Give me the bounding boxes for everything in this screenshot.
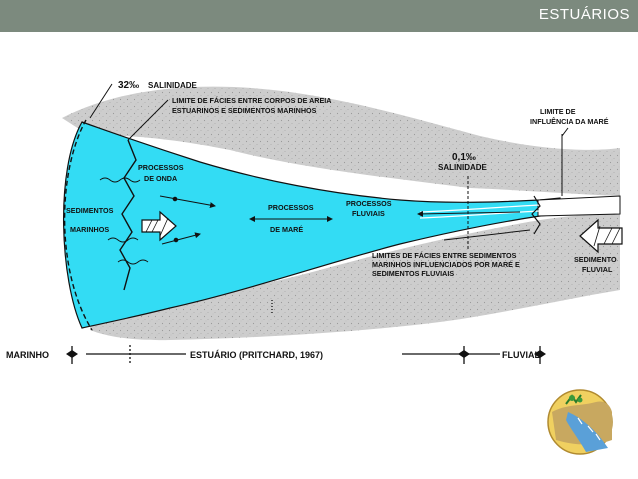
fluvial-channel xyxy=(537,195,621,217)
wave-line-3 xyxy=(117,259,149,265)
label-salinity-32: 32‰ xyxy=(118,80,139,91)
label-salinity-01: 0,1‰ xyxy=(452,152,476,163)
label-fluvial-processes-1: PROCESSOS xyxy=(346,199,392,208)
fluvial-facies-zigzag xyxy=(531,195,541,235)
leader-facies-sand xyxy=(127,99,169,141)
label-fluvial-processes-2: FLUVIAIS xyxy=(352,209,385,218)
label-facies-fluvial-2: MARINHOS INFLUENCIADOS POR MARÉ E xyxy=(372,260,520,269)
leader-salinity-32 xyxy=(89,83,113,119)
label-facies-fluvial-3: SEDIMENTOS FLUVIAIS xyxy=(372,269,454,278)
marker-arrow-6 xyxy=(540,350,546,358)
estuary-water xyxy=(62,121,561,329)
channel-flow-lines xyxy=(419,203,561,219)
label-tide-limit-2: INFLUÊNCIA DA MARÉ xyxy=(530,117,609,126)
wave-line-1 xyxy=(99,177,141,183)
label-fluvial-sed-2: FLUVIAL xyxy=(582,265,613,274)
zone-label-fluvial: FLUVIAL xyxy=(502,350,540,360)
zone-scale xyxy=(71,300,541,364)
label-marine-sed-1: SEDIMENTOS xyxy=(66,206,114,215)
header-bar: ESTUÁRIOS xyxy=(0,0,638,32)
upper-sediment-bank xyxy=(62,86,620,196)
marker-arrow-3 xyxy=(458,350,464,358)
zone-label-marine: MARINHO xyxy=(6,350,49,360)
marker-arrow-2 xyxy=(72,350,78,358)
wave-line-2 xyxy=(107,237,139,243)
label-tide-limit-1: LIMITE DE xyxy=(540,107,576,116)
marker-arrow-5 xyxy=(534,350,540,358)
label-wave-processes-1: PROCESSOS xyxy=(138,163,184,172)
leader-facies-fluvial xyxy=(443,229,531,241)
label-facies-sand-1: LIMITE DE FÁCIES ENTRE CORPOS DE AREIA xyxy=(172,96,331,105)
lower-sediment-bank xyxy=(90,214,620,341)
zone-label-estuary: ESTUÁRIO (PRITCHARD, 1967) xyxy=(190,350,323,360)
label-wave-processes-2: DE ONDA xyxy=(144,174,177,183)
label-facies-fluvial-1: LIMITES DE FÁCIES ENTRE SEDIMENTOS xyxy=(372,251,517,260)
facies-boundary-zigzag xyxy=(119,139,137,291)
label-facies-sand-2: ESTUARINOS E SEDIMENTOS MARINHOS xyxy=(172,106,317,115)
fluvial-process-arrow xyxy=(417,210,521,217)
label-tidal-processes-2: DE MARÉ xyxy=(270,225,303,234)
label-salinity-32-word: SALINIDADE xyxy=(148,81,198,90)
wave-process-arrows xyxy=(159,195,216,245)
marker-arrow-1 xyxy=(66,350,72,358)
estuary-logo-icon xyxy=(547,389,613,455)
label-salinity-01-word: SALINIDADE xyxy=(438,163,488,172)
slide-title: ESTUÁRIOS xyxy=(538,6,630,23)
label-tidal-processes-1: PROCESSOS xyxy=(268,203,314,212)
label-marine-sed-2: MARINHOS xyxy=(70,225,109,234)
marker-arrow-4 xyxy=(464,350,470,358)
seaward-boundary-line xyxy=(63,119,93,331)
marine-sediment-arrow xyxy=(141,210,177,242)
label-fluvial-sed-1: SEDIMENTO xyxy=(574,255,617,264)
leader-tide-limit xyxy=(561,127,569,137)
fluvial-sediment-arrow xyxy=(579,218,623,254)
